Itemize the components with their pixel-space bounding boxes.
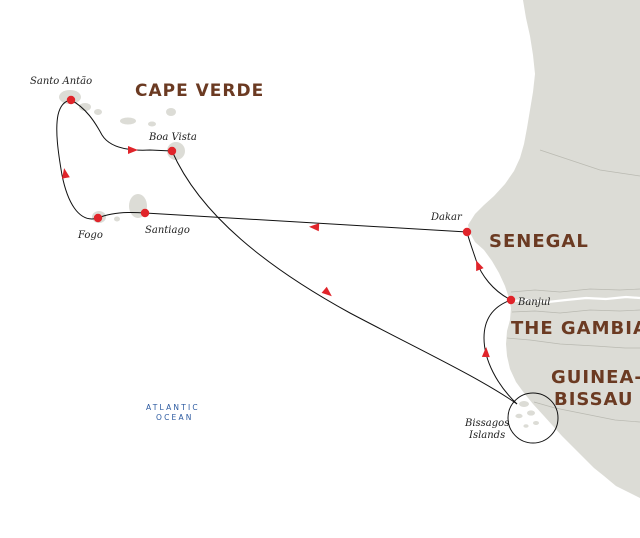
port-marker-dakar-icon	[462, 227, 472, 237]
cape-verde-islands	[59, 90, 185, 223]
coastal-islets	[515, 401, 539, 428]
route-bissagos-to-banjul	[483, 299, 518, 405]
route-arrow-icon	[61, 168, 70, 179]
label-bissagos-line1: Bissagos	[464, 418, 509, 429]
route-arrow-icon	[481, 347, 490, 358]
route-banjul-to-dakar	[466, 231, 512, 301]
label-santo-antao: Santo Antão	[30, 76, 92, 87]
border-lines	[506, 149, 640, 423]
label-santiago: Santiago	[145, 225, 190, 236]
label-banjul: Banjul	[517, 297, 551, 308]
country-label-the-gambia: THE GAMBIA	[511, 318, 640, 339]
route-arrows	[61, 146, 490, 358]
label-boa-vista: Boa Vista	[148, 132, 197, 143]
place-labels: Santo Antão Boa Vista Fogo Santiago Daka…	[30, 76, 551, 441]
gambia-river	[511, 295, 640, 304]
route-arrow-icon	[128, 146, 138, 154]
cruise-route	[56, 99, 518, 405]
label-fogo: Fogo	[77, 230, 103, 241]
africa-mainland	[468, 0, 640, 498]
port-marker-fogo-icon	[93, 213, 103, 223]
country-label-guinea-bissau-line1: GUINEA-	[551, 367, 640, 388]
country-label-cape-verde: CAPE VERDE	[135, 81, 264, 101]
route-santo-antao-to-boa-vista	[70, 99, 173, 152]
ocean-label: ATLANTIC OCEAN	[146, 403, 200, 422]
route-fogo-to-santo-antao	[56, 99, 99, 220]
label-bissagos-line2: Islands	[468, 430, 505, 441]
port-marker-santo-antao-icon	[66, 95, 76, 105]
port-marker-boa-vista-icon	[167, 146, 177, 156]
route-arrow-icon	[476, 260, 484, 272]
route-arrow-icon	[309, 223, 320, 232]
country-labels: CAPE VERDE SENEGAL THE GAMBIA GUINEA- BI…	[135, 81, 640, 410]
country-label-senegal: SENEGAL	[489, 231, 589, 252]
label-dakar: Dakar	[430, 212, 463, 223]
port-markers	[66, 95, 516, 305]
route-boa-vista-to-bissagos	[171, 150, 518, 405]
bissagos-highlight-circle	[507, 392, 559, 444]
ocean-label-line1: ATLANTIC	[146, 403, 200, 412]
ocean-label-line2: OCEAN	[156, 413, 194, 422]
route-arrow-icon	[321, 286, 332, 297]
country-label-guinea-bissau-line2: BISSAU	[554, 389, 634, 410]
port-marker-banjul-icon	[506, 295, 516, 305]
route-dakar-to-santiago	[144, 212, 468, 233]
port-marker-santiago-icon	[140, 208, 150, 218]
